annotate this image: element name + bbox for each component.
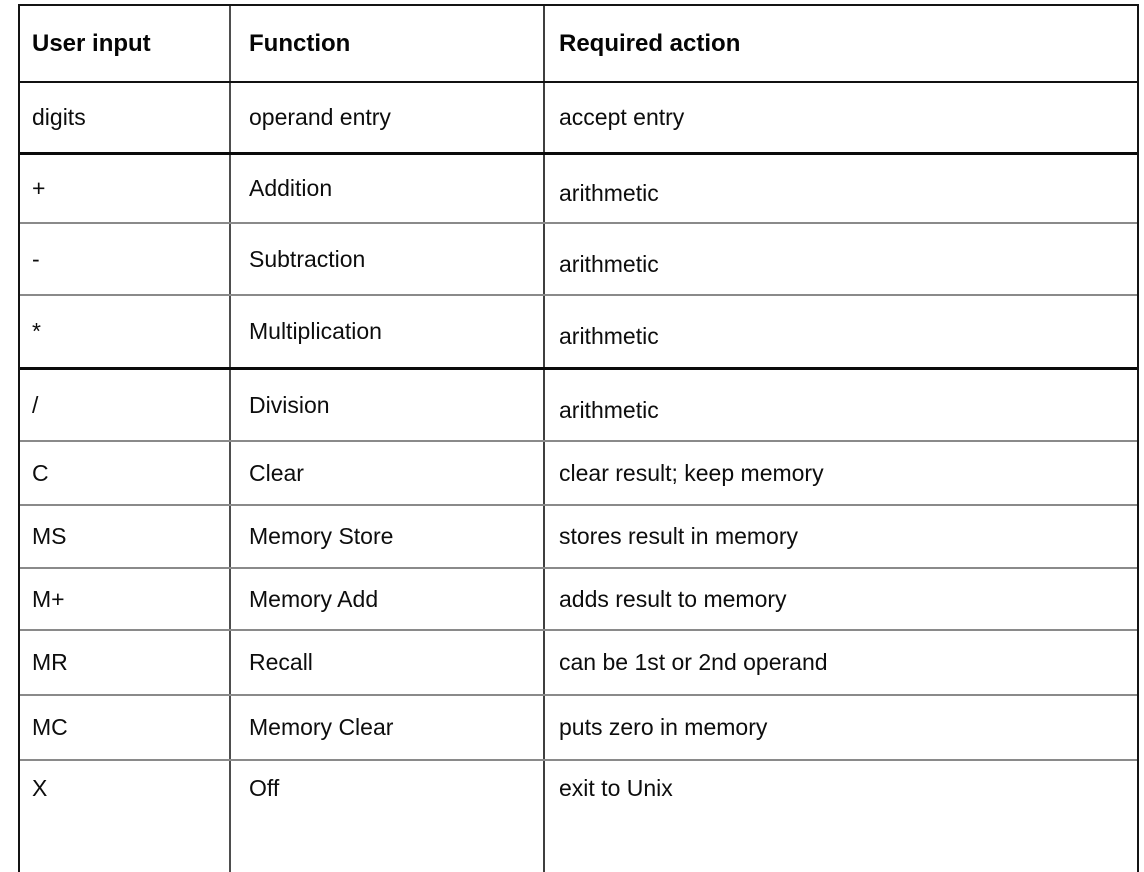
cell-text: MS: [32, 523, 67, 550]
cell-text: Off: [249, 775, 280, 801]
cell-required-action: can be 1st or 2nd operand: [543, 631, 1137, 694]
cell-text: +: [32, 175, 46, 202]
cell-text: Memory Add: [249, 585, 379, 612]
table-row: - Subtraction arithmetic: [20, 222, 1137, 294]
cell-text: can be 1st or 2nd operand: [559, 649, 828, 676]
cell-text: Multiplication: [249, 318, 382, 345]
cell-required-action: arithmetic: [543, 224, 1137, 294]
cell-user-input: digits: [20, 83, 229, 152]
cell-user-input: /: [20, 370, 229, 440]
cell-required-action: arithmetic: [543, 296, 1137, 367]
table-row: + Addition arithmetic: [20, 152, 1137, 222]
cell-required-action: puts zero in memory: [543, 696, 1137, 759]
table-header-row: User input Function Required action: [20, 6, 1137, 81]
column-header-user-input: User input: [20, 6, 229, 81]
cell-text: C: [32, 459, 49, 486]
cell-text: digits: [32, 104, 86, 131]
cell-required-action: clear result; keep memory: [543, 442, 1137, 504]
cell-text: Subtraction: [249, 245, 366, 272]
cell-text: operand entry: [249, 104, 391, 131]
cell-function: operand entry: [229, 83, 543, 152]
cell-user-input: M+: [20, 569, 229, 629]
cell-function: Memory Store: [229, 506, 543, 567]
cell-required-action: arithmetic: [543, 370, 1137, 440]
cell-function: Off: [229, 761, 543, 872]
cell-text: MC: [32, 714, 68, 741]
cell-required-action: arithmetic: [543, 155, 1137, 222]
cell-text: arithmetic: [559, 396, 659, 423]
cell-text: clear result; keep memory: [559, 459, 824, 486]
cell-required-action: adds result to memory: [543, 569, 1137, 629]
cell-function: Memory Add: [229, 569, 543, 629]
cell-function: Memory Clear: [229, 696, 543, 759]
cell-required-action: stores result in memory: [543, 506, 1137, 567]
cell-user-input: X: [20, 761, 229, 872]
cell-text: -: [32, 245, 40, 272]
table-row: / Division arithmetic: [20, 367, 1137, 440]
cell-required-action: exit to Unix: [543, 761, 1137, 872]
cell-text: adds result to memory: [559, 585, 787, 612]
calculator-commands-table: User input Function Required action digi…: [18, 4, 1139, 872]
cell-user-input: MS: [20, 506, 229, 567]
column-header-function: Function: [229, 6, 543, 81]
cell-text: X: [32, 775, 48, 801]
column-header-required-action: Required action: [543, 6, 1137, 81]
cell-function: Clear: [229, 442, 543, 504]
table-row: C Clear clear result; keep memory: [20, 440, 1137, 504]
column-header-label: Required action: [559, 29, 741, 57]
cell-text: Recall: [249, 649, 313, 676]
column-header-label: User input: [32, 29, 151, 57]
cell-text: accept entry: [559, 104, 685, 131]
cell-user-input: *: [20, 296, 229, 367]
cell-text: Memory Clear: [249, 714, 394, 741]
cell-text: arithmetic: [559, 323, 659, 350]
cell-text: /: [32, 391, 39, 418]
table-row: MC Memory Clear puts zero in memory: [20, 694, 1137, 759]
cell-user-input: MC: [20, 696, 229, 759]
cell-text: Memory Store: [249, 523, 394, 550]
cell-text: *: [32, 318, 41, 345]
cell-function: Multiplication: [229, 296, 543, 367]
cell-user-input: +: [20, 155, 229, 222]
table-row: digits operand entry accept entry: [20, 81, 1137, 152]
table-row: * Multiplication arithmetic: [20, 294, 1137, 367]
column-header-label: Function: [249, 29, 351, 57]
cell-function: Addition: [229, 155, 543, 222]
cell-text: exit to Unix: [559, 775, 673, 801]
cell-text: stores result in memory: [559, 523, 799, 550]
cell-user-input: C: [20, 442, 229, 504]
cell-text: MR: [32, 649, 68, 676]
cell-user-input: -: [20, 224, 229, 294]
cell-text: arithmetic: [559, 250, 659, 277]
table-row: M+ Memory Add adds result to memory: [20, 567, 1137, 629]
cell-text: Division: [249, 391, 330, 418]
cell-text: Clear: [249, 459, 304, 486]
cell-text: Addition: [249, 175, 333, 202]
cell-text: puts zero in memory: [559, 714, 768, 741]
cell-function: Division: [229, 370, 543, 440]
cell-required-action: accept entry: [543, 83, 1137, 152]
cell-user-input: MR: [20, 631, 229, 694]
cell-text: M+: [32, 585, 65, 612]
table-row: X Off exit to Unix: [20, 759, 1137, 872]
cell-function: Subtraction: [229, 224, 543, 294]
table-row: MS Memory Store stores result in memory: [20, 504, 1137, 567]
cell-text: arithmetic: [559, 180, 659, 207]
cell-function: Recall: [229, 631, 543, 694]
table-row: MR Recall can be 1st or 2nd operand: [20, 629, 1137, 694]
